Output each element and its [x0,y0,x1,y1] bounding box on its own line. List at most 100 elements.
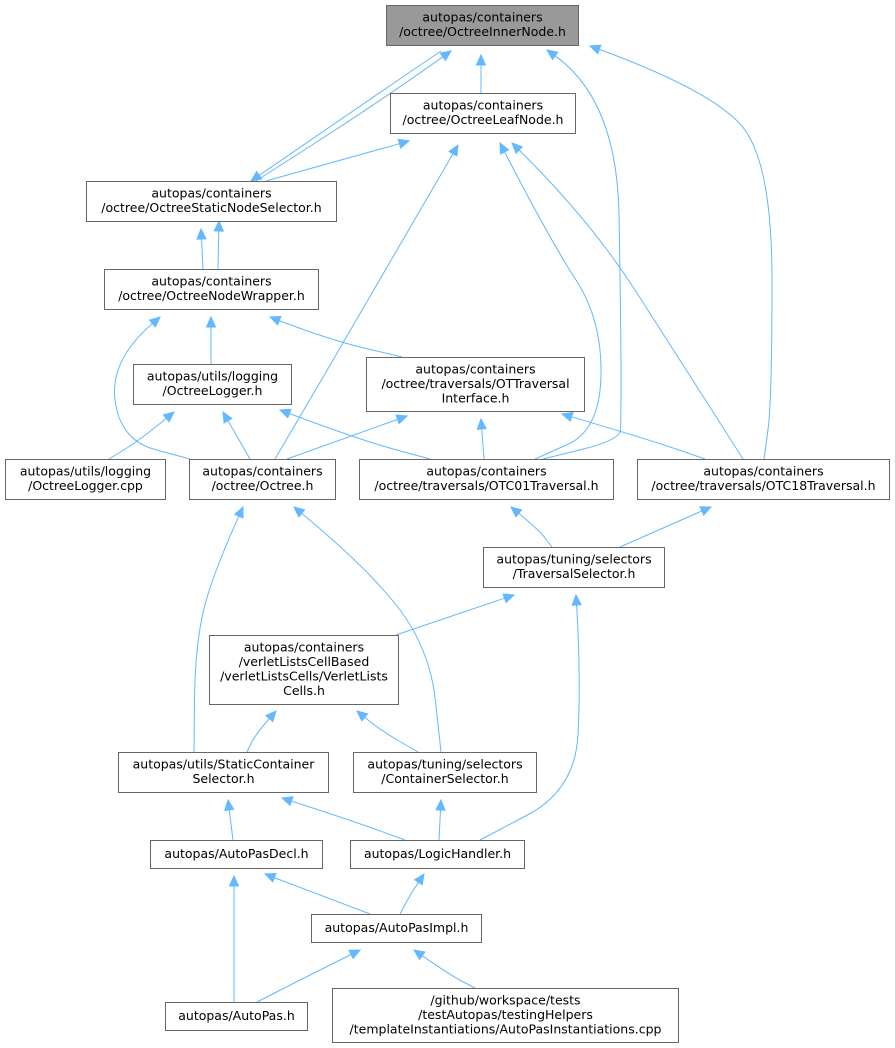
node-box [359,459,614,500]
node-otc01[interactable]: autopas/containers/octree/traversals/OTC… [359,459,614,500]
node-label: autopas/utils/logging [147,369,278,384]
node-inner[interactable]: autopas/containers/octree/OctreeInnerNod… [386,5,579,46]
edge-line [258,50,442,176]
node-box [386,5,579,46]
node-box [189,459,336,500]
edge-wrapper-to-logger_h [205,315,217,364]
node-logger_cpp[interactable]: autopas/utils/logging/OctreeLogger.cpp [5,459,166,500]
node-label: autopas/containers [151,186,271,201]
edge-wrapper-to-octree [113,316,191,460]
node-label: /octree/traversals/OTC01Traversal.h [374,478,598,493]
node-impl[interactable]: autopas/AutoPasImpl.h [311,914,482,943]
edge-line [286,418,398,460]
arrowhead [448,143,459,157]
edge-otc01-to-travsel [510,506,553,548]
edge-logic-to-impl [399,872,425,915]
node-leaf[interactable]: autopas/containers/octree/OctreeLeafNode… [390,93,576,134]
edge-wrapper-to-ottrav [268,315,403,358]
edge-logger_h-to-octree [222,410,251,460]
node-label: autopas/LogicHandler.h [364,846,511,861]
edge-line [479,604,580,841]
node-logger_h[interactable]: autopas/utils/logging/OctreeLogger.h [133,364,292,405]
edge-line [301,513,442,753]
node-decl[interactable]: autopas/AutoPasDecl.h [150,840,323,869]
arrowhead [222,410,233,424]
arrowhead [280,796,294,807]
arrowhead [196,227,207,240]
node-label: /OctreeLogger.h [163,383,263,398]
edge-line [518,149,744,460]
edge-line [542,55,622,460]
edge-line [265,143,400,182]
edge-vlc-to-staticsel [246,710,277,753]
edge-line [438,809,441,841]
edge-decl-to-impl [263,872,371,915]
node-box [311,914,482,943]
node-ottrav[interactable]: autopas/containers/octree/traversals/OTT… [366,357,585,412]
node-box [353,752,537,793]
node-autopas[interactable]: autopas/AutoPas.h [165,1002,308,1031]
edge-impl-to-autopas [256,949,362,1003]
node-label: /octree/traversals/OTC18Traversal.h [651,478,875,493]
node-otc18[interactable]: autopas/containers/octree/traversals/OTC… [637,459,890,500]
edge-line [227,420,251,460]
edge-inner-to-leaf [475,53,487,93]
arrowhead [588,44,602,55]
edge-staticsel-to-decl [224,798,235,841]
edge-inner-to-selector [255,50,452,182]
node-box [637,459,890,500]
node-travsel[interactable]: autopas/tuning/selectors/TraversalSelect… [483,547,665,588]
node-label: Cells.h [283,683,325,698]
node-vlc[interactable]: autopas/containers/verletListsCellBased/… [209,635,399,705]
node-label: /octree/Octree.h [212,478,314,493]
edge-octree-to-staticsel [193,505,244,753]
edge-line [289,413,431,460]
edge-line [291,800,406,841]
edge-travsel-to-logic [479,593,582,841]
node-octree[interactable]: autopas/containers/octree/Octree.h [189,459,336,500]
arrowhead [233,505,244,519]
edge-line [246,718,270,753]
node-label: /github/workspace/tests [430,992,580,1007]
arrowhead [476,417,488,430]
arrowhead [439,50,452,62]
arrowhead [213,219,225,232]
edge-line [399,882,419,915]
node-label: Selector.h [192,771,254,786]
edge-wrapper-to-selector [196,227,207,270]
node-label: /octree/OctreeStaticNodeSelector.h [101,200,321,215]
edge-leaf-to-otc01 [499,141,602,460]
edge-line [481,428,485,460]
node-label: /octree/OctreeNodeWrapper.h [118,288,305,303]
edge-selector-to-inner [249,50,442,182]
node-label: autopas/containers [151,274,271,289]
node-box [390,93,576,134]
node-wrapper[interactable]: autopas/containers/octree/OctreeNodeWrap… [104,269,319,310]
node-logic[interactable]: autopas/LogicHandler.h [350,840,525,869]
arrowhead [268,315,282,326]
arrowhead [511,142,524,155]
edge-line [113,323,191,460]
arrowhead [278,408,292,419]
node-box [133,364,292,405]
arrowhead [413,872,425,886]
node-inst[interactable]: /github/workspace/tests/testAutopas/test… [332,988,679,1043]
node-box [5,459,166,500]
node-contsel[interactable]: autopas/tuning/selectors/ContainerSelect… [353,752,537,793]
node-label: autopas/AutoPas.h [178,1008,295,1023]
edge-inner-to-otc01 [542,49,622,460]
edge-line [599,48,773,460]
arrowhead [348,949,362,960]
edges-layer [108,44,773,1003]
arrowhead [475,53,487,66]
node-selector[interactable]: autopas/containers/octree/OctreeStaticNo… [86,181,337,222]
node-box [86,181,337,222]
node-label: /verletListsCells/VerletLists [220,669,388,684]
edge-inner-to-otc18 [588,44,773,460]
edge-line [228,809,234,841]
arrowhead [263,872,277,883]
edge-line [274,153,454,460]
node-box [483,547,665,588]
